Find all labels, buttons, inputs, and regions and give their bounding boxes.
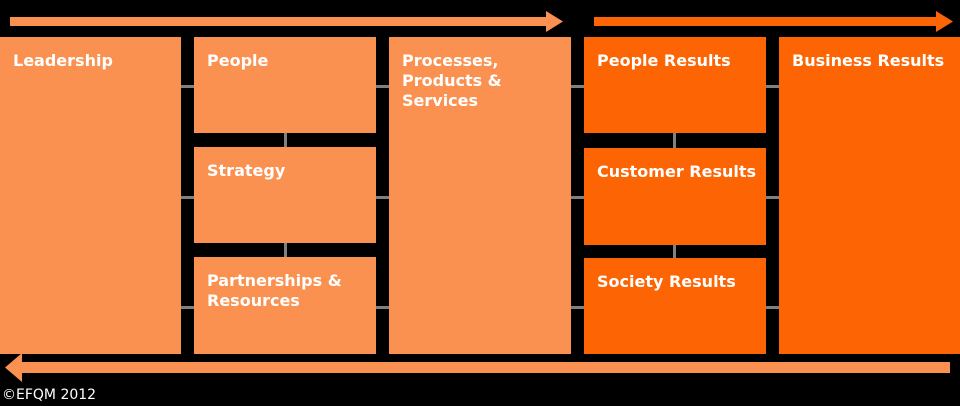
connector-processes-people-results: [570, 85, 585, 88]
box-leadership: Leadership: [0, 37, 181, 354]
connector-leadership-people: [180, 85, 195, 88]
connector-people-processes: [375, 85, 390, 88]
connector-processes-society-results: [570, 306, 585, 309]
connector-people-business-results: [765, 85, 780, 88]
box-business-results-label: Business Results: [792, 51, 945, 70]
connector-society-business-results: [765, 306, 780, 309]
box-partnerships-resources: Partnerships & Resources: [194, 257, 376, 354]
box-leadership-label: Leadership: [13, 51, 113, 70]
connector-leadership-strategy: [180, 196, 195, 199]
box-society-results: Society Results: [584, 258, 766, 354]
enablers-label: Enablers: [13, 1, 79, 19]
connector-customer-business-results: [765, 196, 780, 199]
box-processes-products-services: Processes, Products & Services: [389, 37, 571, 354]
box-processes-label: Processes, Products & Services: [402, 51, 502, 110]
learning-arrow: [5, 353, 950, 382]
connector-processes-customer-results: [570, 196, 585, 199]
box-society-results-label: Society Results: [597, 272, 736, 291]
box-customer-results-label: Customer Results: [597, 162, 757, 181]
enablers-arrow: [10, 11, 563, 32]
connector-people-customer-results: [673, 133, 676, 148]
connector-partnerships-processes: [375, 306, 390, 309]
box-business-results: Business Results: [779, 37, 960, 354]
connector-people-strategy: [284, 133, 287, 148]
box-strategy: Strategy: [194, 147, 376, 243]
connector-strategy-processes: [375, 196, 390, 199]
learning-label: Learning, Creativity and Innovation: [683, 375, 948, 393]
connector-strategy-partnerships: [284, 243, 287, 258]
copyright-text: ©EFQM 2012: [2, 387, 97, 403]
box-people-results: People Results: [584, 37, 766, 133]
box-people-results-label: People Results: [597, 51, 731, 70]
results-arrow: [594, 11, 953, 32]
box-partnerships-label: Partnerships & Resources: [207, 271, 342, 310]
box-customer-results: Customer Results: [584, 148, 766, 245]
box-people-label: People: [207, 51, 269, 70]
connector-leadership-partnerships: [180, 306, 195, 309]
connector-customer-society-results: [673, 245, 676, 258]
results-label: Results: [597, 1, 652, 19]
box-people: People: [194, 37, 376, 133]
box-strategy-label: Strategy: [207, 161, 286, 180]
